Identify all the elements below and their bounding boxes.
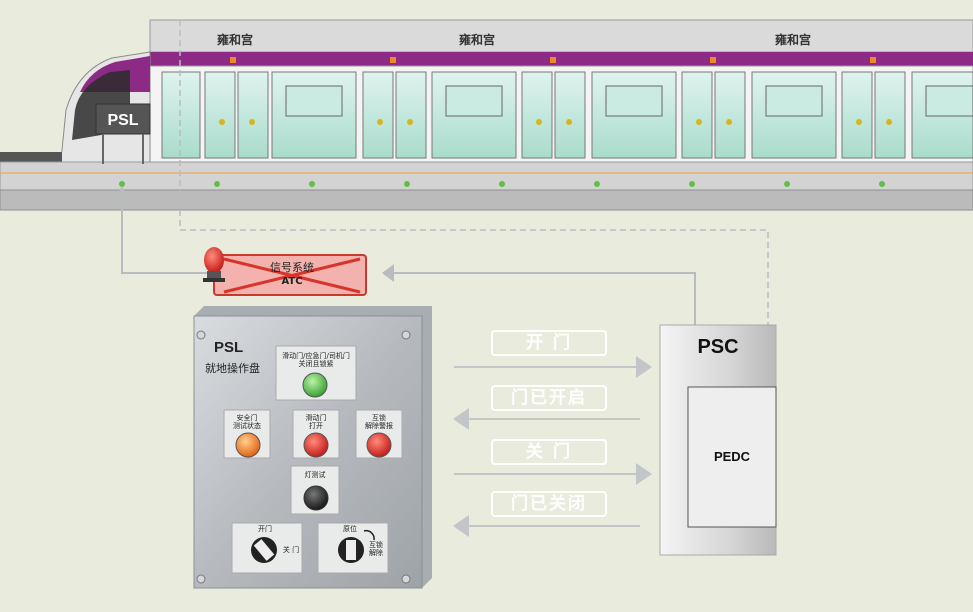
station-name-3: 雍和宫	[774, 33, 811, 47]
platform	[0, 161, 973, 211]
signal-system-label: 信号系统	[270, 261, 314, 274]
psc-title: PSC	[697, 336, 739, 358]
signal-close-door: 关 门	[491, 439, 607, 465]
key-switch-open-close[interactable]	[231, 522, 303, 574]
key2-side-label: 互锁 解除	[369, 541, 383, 557]
btn-lamp-test-label: 灯测试	[304, 471, 326, 479]
train-purple-band	[150, 52, 973, 66]
signal-door-opened: 门已开启	[491, 385, 607, 411]
btn-lamp-test[interactable]	[290, 465, 340, 515]
alarm-lamp-icon	[203, 247, 225, 282]
station-name-1: 雍和宫	[216, 33, 253, 47]
signal-door-closed: 门已关闭	[491, 491, 607, 517]
btn-slide-open-label: 滑动门 打开	[305, 414, 327, 430]
train-windows	[161, 71, 973, 159]
signal-arrows	[453, 356, 652, 537]
psl-sign-label: PSL	[107, 112, 139, 129]
atc-label: ATC	[281, 276, 303, 287]
train-roof	[149, 19, 973, 53]
btn-interlock-label: 互锁 解除警报	[365, 414, 393, 430]
indicator-label: 滑动门/应急门/司机门 关闭且锁紧	[282, 352, 350, 368]
station-name-2: 雍和宫	[458, 33, 495, 47]
signal-system-box	[213, 254, 367, 296]
signal-open-door: 开 门	[491, 330, 607, 356]
btn-safety-test[interactable]	[223, 409, 271, 459]
psl-panel-subtitle: 就地操作盘	[205, 362, 260, 375]
connection-lines	[116, 20, 769, 325]
psl-panel-title: PSL	[214, 339, 244, 356]
key-switch-interlock[interactable]	[317, 522, 389, 574]
btn-interlock-release[interactable]	[355, 409, 403, 459]
key1-top-label: 开门	[258, 525, 272, 533]
status-indicator	[275, 345, 357, 401]
psl-sign	[95, 103, 151, 164]
btn-safety-test-label: 安全门 测试状态	[233, 414, 261, 430]
btn-slide-open[interactable]	[292, 409, 340, 459]
psc-cabinet	[659, 324, 777, 556]
key1-side-label: 关 门	[282, 546, 300, 554]
pedc-title: PEDC	[713, 449, 751, 464]
key2-top-label: 原位	[343, 525, 357, 533]
